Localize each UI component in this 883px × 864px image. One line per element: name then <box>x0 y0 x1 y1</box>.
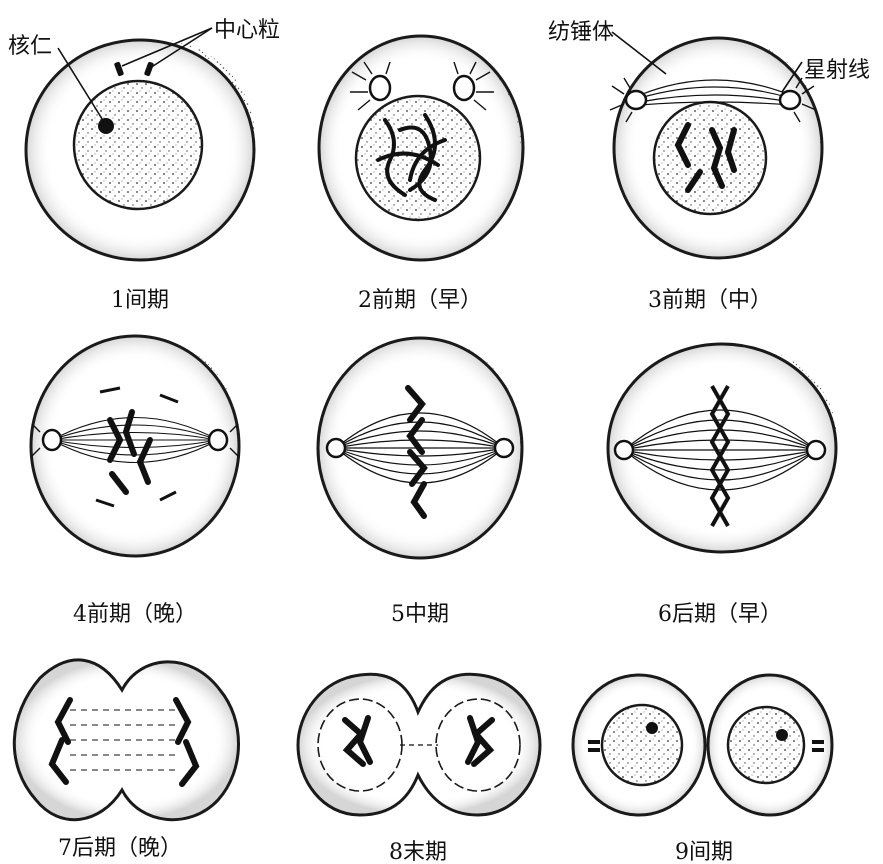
label-centriole: 中心粒 <box>214 12 280 44</box>
label-spindle: 纺锤体 <box>548 14 614 46</box>
caption-stage-3: 3前期（中） <box>610 282 810 314</box>
cell-7-late-anaphase <box>14 660 238 820</box>
aster-left <box>615 441 633 459</box>
nucleolus <box>98 118 114 134</box>
caption-stage-4: 4前期（晚） <box>35 596 235 628</box>
aster-left <box>327 439 345 457</box>
caption-stage-5: 5中期 <box>320 596 520 628</box>
caption-stage-1: 1间期 <box>40 282 240 314</box>
label-nucleolus: 核仁 <box>8 28 52 60</box>
label-aster: 星射线 <box>804 52 870 84</box>
caption-stage-7: 7后期（晚） <box>20 830 220 862</box>
caption-stage-6: 6后期（早） <box>620 596 820 628</box>
caption-stage-9: 9间期 <box>604 834 804 864</box>
cell-5-metaphase <box>318 338 522 558</box>
cell-1-interphase <box>26 28 255 260</box>
caption-stage-2: 2前期（早） <box>320 282 520 314</box>
cell-2-early-prophase <box>319 36 523 260</box>
cell-8-telophase <box>298 674 540 815</box>
caption-stage-8: 8末期 <box>318 834 518 864</box>
cell-3-mid-prophase <box>610 32 822 258</box>
cell-4-late-prophase <box>31 336 239 556</box>
cell-9-interphase-daughters <box>573 675 832 815</box>
aster-right <box>495 439 513 457</box>
nucleus <box>74 81 202 209</box>
cell-6-early-anaphase <box>608 344 837 552</box>
aster-right <box>807 441 825 459</box>
spindle-pointer <box>612 32 666 74</box>
